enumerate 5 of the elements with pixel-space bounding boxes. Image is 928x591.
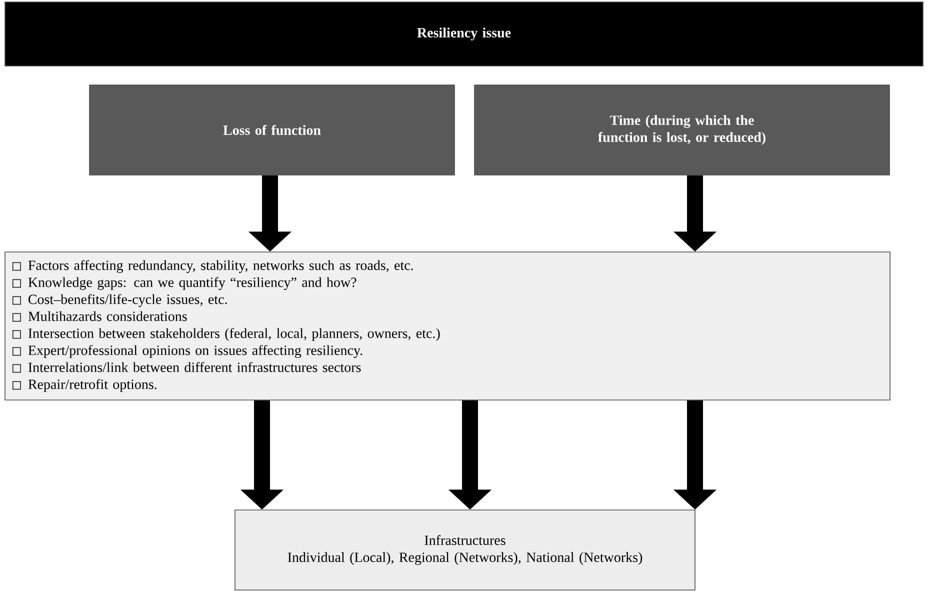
process-box: Time (during which the function is lost, or reduced) [474, 84, 890, 176]
result-box: Infrastructures Individual (Local), Regional (Networks), National (Networks) [234, 510, 696, 590]
list-box: Factors affecting redundancy, stability, networks such as roads, etc. Knowledge gaps: can we quantify “resiliency” and how? Cost–benefits/life-cycle issues, etc. Multihazards considerations Intersection between stakeholders (federal, local, planners, owners, etc.) Expert/professional opinions on issues affecting resiliency. Interrelations/link between different infrastructures sectors Repair/retrofit options. [4, 252, 890, 400]
process-box: Loss of function [89, 84, 455, 176]
title-band: Resiliency issue [4, 2, 924, 66]
